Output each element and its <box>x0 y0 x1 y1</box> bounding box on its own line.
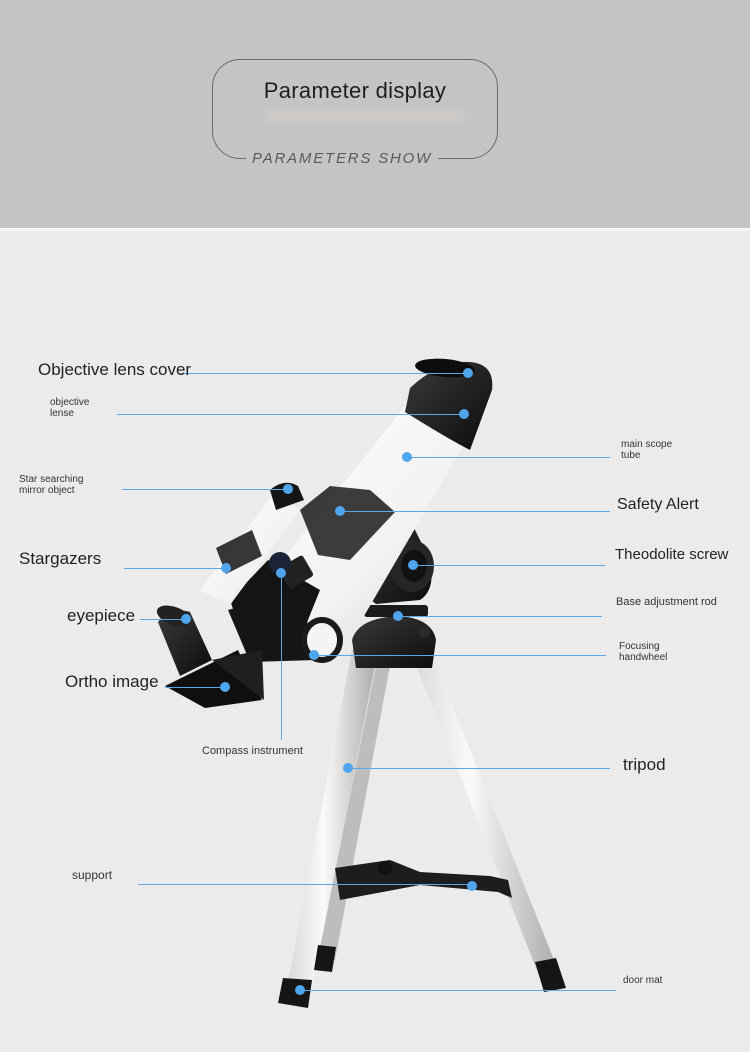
marker-tripod <box>343 763 353 773</box>
compass-dial <box>269 552 291 574</box>
label-line-2: lense <box>50 408 74 419</box>
label-safety-alert: Safety Alert <box>617 496 699 513</box>
leader-line-base-adjustment-rod <box>398 616 602 617</box>
marker-objective-lens-cover <box>463 368 473 378</box>
label-door-mat: door mat <box>623 975 663 986</box>
label-tripod: tripod <box>623 755 666 774</box>
label-line-1: objective <box>50 397 90 408</box>
label-base-adjustment-rod: Base adjustment rod <box>616 596 717 608</box>
leader-line-stargazers <box>124 568 226 569</box>
label-objective-lense: objective lense <box>50 397 89 419</box>
label-line-1: Star searching <box>19 474 84 485</box>
label-main-scope-tube: main scope tube <box>621 439 672 461</box>
label-ortho-image: Ortho image <box>65 672 159 691</box>
marker-door-mat <box>295 985 305 995</box>
page-subtitle: PARAMETERS SHOW <box>246 150 439 167</box>
leader-line-star-searching <box>122 489 288 490</box>
main-tube <box>230 358 493 640</box>
label-line-2: tube <box>621 450 641 461</box>
leader-line-door-mat <box>300 990 616 991</box>
leader-line-support <box>138 884 472 885</box>
leader-line-objective-lens-cover <box>180 373 468 374</box>
leader-line-ortho-image <box>165 687 225 688</box>
label-compass-instrument: Compass instrument <box>202 745 303 757</box>
label-stargazers: Stargazers <box>19 549 102 568</box>
section-divider <box>0 228 750 231</box>
leader-line-objective-lense <box>117 414 464 415</box>
marker-compass <box>276 568 286 578</box>
leader-line-main-scope-tube <box>407 457 610 458</box>
leader-line-eyepiece <box>140 619 186 620</box>
marker-main-scope-tube <box>402 452 412 462</box>
label-theodolite-screw: Theodolite screw <box>615 546 729 563</box>
label-support: support <box>72 868 113 882</box>
label-line-1: main scope <box>621 439 673 450</box>
support-bracket <box>335 860 512 900</box>
marker-ortho-image <box>220 682 230 692</box>
leader-line-safety-alert <box>340 511 610 512</box>
label-star-searching-mirror: Star searching mirror object <box>19 474 83 496</box>
tripod-legs <box>278 650 566 1008</box>
marker-safety-alert <box>335 506 345 516</box>
marker-star-searching <box>283 484 293 494</box>
label-focusing-handwheel: Focusing handwheel <box>619 641 667 663</box>
label-line-2: mirror object <box>19 485 75 496</box>
marker-eyepiece <box>181 614 191 624</box>
label-objective-lens-cover: Objective lens cover <box>38 360 192 379</box>
marker-theodolite-screw <box>408 560 418 570</box>
marker-objective-lense <box>459 409 469 419</box>
title-shadow <box>265 110 465 124</box>
marker-base-adjustment-rod <box>393 611 403 621</box>
label-line-2: handwheel <box>619 652 668 663</box>
leader-line-tripod <box>348 768 610 769</box>
page-title: Parameter display <box>263 78 447 103</box>
marker-focusing-handwheel <box>309 650 319 660</box>
label-line-1: Focusing <box>619 641 660 652</box>
marker-support <box>467 881 477 891</box>
leader-line-focusing-handwheel <box>314 655 606 656</box>
marker-stargazers <box>221 563 231 573</box>
leader-line-compass <box>281 573 282 740</box>
label-eyepiece: eyepiece <box>67 606 136 625</box>
leader-line-theodolite-screw <box>413 565 605 566</box>
